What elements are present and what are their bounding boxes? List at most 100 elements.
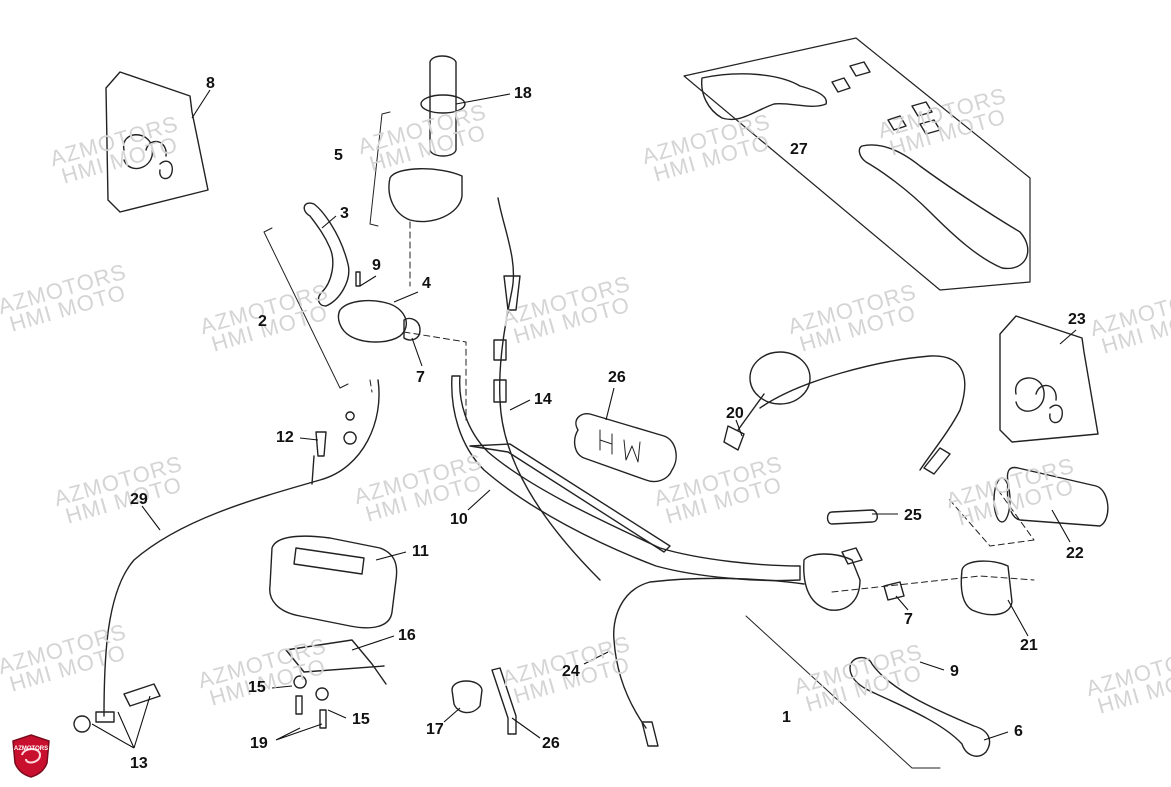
mirror-head xyxy=(749,351,811,405)
bracket-1 xyxy=(745,615,941,769)
sticker-pack-23-logo xyxy=(1015,377,1064,424)
callout-1: 1 xyxy=(782,709,791,726)
throttle-cable xyxy=(497,197,601,581)
handguard-left-part xyxy=(701,73,828,121)
leader-7b xyxy=(895,595,909,611)
leader-29 xyxy=(141,505,161,531)
leader-9a xyxy=(359,275,377,287)
clutch-perch xyxy=(337,299,408,343)
cable-guide-bracket-26 xyxy=(491,667,517,735)
leader-8 xyxy=(191,89,211,119)
callout-7: 7 xyxy=(904,611,913,628)
callout-12: 12 xyxy=(276,429,294,446)
clip-7b xyxy=(883,581,905,601)
brake-hose xyxy=(613,577,805,729)
dashed-leader xyxy=(369,221,1035,593)
leader-22 xyxy=(1051,509,1071,543)
bracket-5 xyxy=(369,111,391,227)
leader-12 xyxy=(299,437,319,441)
clutch-cable xyxy=(103,379,380,717)
leader-15a xyxy=(271,685,293,689)
brake-lever xyxy=(849,657,991,757)
handguard-right-part xyxy=(858,144,1029,270)
handlebar-crossbar xyxy=(469,443,671,553)
crossbar-pad xyxy=(573,413,677,483)
callout-26: 26 xyxy=(608,369,626,386)
brand-logo-text: AZMOTORS xyxy=(13,746,49,752)
brake-master-cylinder xyxy=(803,553,861,611)
leader-26a xyxy=(605,387,615,421)
callout-21: 21 xyxy=(1020,637,1038,654)
leader-23 xyxy=(1059,329,1077,345)
leader-21 xyxy=(1007,599,1029,637)
leader-16 xyxy=(351,635,395,651)
leader-20 xyxy=(735,419,743,437)
meter-bracket xyxy=(285,639,387,685)
callout-15: 15 xyxy=(248,679,266,696)
callout-11: 11 xyxy=(412,543,429,560)
leader-3 xyxy=(321,215,337,229)
leader-9b xyxy=(919,661,945,671)
crossbar-pad-text xyxy=(599,429,641,463)
leader-15b xyxy=(327,709,347,719)
callout-20: 20 xyxy=(726,405,744,422)
brake-master-cylinder-cap xyxy=(841,547,863,565)
callout-8: 8 xyxy=(206,75,215,92)
digital-meter-screen xyxy=(293,547,365,575)
leader-10 xyxy=(467,489,491,511)
leader-4 xyxy=(393,291,419,303)
handguard-frame xyxy=(683,37,1031,291)
callout-5: 5 xyxy=(334,147,343,164)
leader-24 xyxy=(583,651,609,665)
clutch-lever xyxy=(303,202,350,307)
handguard-clamp xyxy=(831,61,941,135)
callout-16: 16 xyxy=(398,627,416,644)
leader-11 xyxy=(375,551,407,561)
leader-18 xyxy=(455,93,511,105)
callout-26: 26 xyxy=(542,735,560,752)
bracket-2 xyxy=(263,227,349,389)
leader-6 xyxy=(983,731,1009,741)
clutch-cable-end xyxy=(73,683,161,733)
throttle-cable-fitting xyxy=(493,275,521,403)
callout-19: 19 xyxy=(250,735,268,752)
callout-25: 25 xyxy=(904,507,922,524)
callout-29: 29 xyxy=(130,491,148,508)
callout-14: 14 xyxy=(534,391,552,408)
callout-10: 10 xyxy=(450,511,468,528)
callout-3: 3 xyxy=(340,205,349,222)
callout-9: 9 xyxy=(372,257,381,274)
switch-housing xyxy=(960,560,1013,616)
hot-start-cable-end xyxy=(923,447,951,475)
throttle-grip-flange xyxy=(420,94,466,114)
callout-23: 23 xyxy=(1068,311,1086,328)
callout-15: 15 xyxy=(352,711,370,728)
callout-7: 7 xyxy=(416,369,425,386)
callout-2: 2 xyxy=(258,313,267,330)
leader-19 xyxy=(275,723,323,741)
leader-14 xyxy=(509,399,531,411)
callout-17: 17 xyxy=(426,721,444,738)
hot-start-cable xyxy=(759,355,966,471)
cable-guide-17 xyxy=(451,680,483,714)
sticker-pack-8 xyxy=(105,71,209,213)
callout-18: 18 xyxy=(514,85,532,102)
cable-clip-25 xyxy=(826,509,878,525)
brand-logo xyxy=(12,734,50,778)
callout-24: 24 xyxy=(562,663,580,680)
callout-4: 4 xyxy=(422,275,431,292)
callout-9: 9 xyxy=(950,663,959,680)
mirror-stem xyxy=(723,393,765,451)
digital-meter xyxy=(269,535,398,629)
callout-27: 27 xyxy=(790,141,808,158)
sticker-pack-8-logo xyxy=(123,134,174,180)
callout-13: 13 xyxy=(130,755,148,772)
handlebar xyxy=(451,375,801,582)
brand-logo-swirl xyxy=(21,748,42,764)
callout-22: 22 xyxy=(1066,545,1084,562)
throttle-grip xyxy=(429,55,457,157)
leader-13 xyxy=(91,695,151,749)
sticker-pack-23 xyxy=(999,315,1099,443)
callout-6: 6 xyxy=(1014,723,1023,740)
